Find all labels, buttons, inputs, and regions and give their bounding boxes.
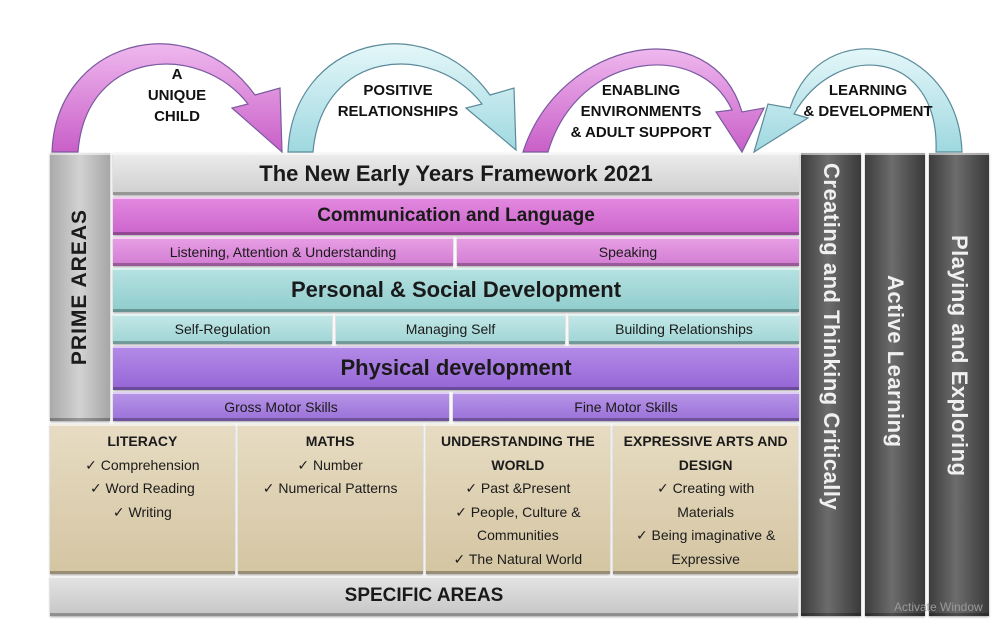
pillar-label: Active Learning bbox=[883, 275, 908, 448]
expressive-arts-item: Materials bbox=[677, 503, 735, 520]
subarea-gross-motor: Gross Motor Skills bbox=[113, 392, 449, 421]
specific-areas-grid: LITERACY ✓ Comprehension ✓ Word Reading … bbox=[50, 424, 798, 574]
subarea-self-regulation: Self-Regulation bbox=[113, 314, 332, 344]
understanding-world-heading: WORLD bbox=[491, 456, 545, 473]
literacy-item: ✓ Word Reading bbox=[89, 480, 195, 496]
arc-label-unique-child: A UNIQUE CHILD bbox=[147, 66, 207, 125]
literacy-heading: LITERACY bbox=[107, 433, 178, 449]
pillar-label: Creating and Thinking Critically bbox=[819, 163, 844, 511]
maths-item: ✓ Number bbox=[297, 456, 363, 473]
specific-area-literacy: LITERACY ✓ Comprehension ✓ Word Reading … bbox=[50, 424, 235, 574]
expressive-arts-item: ✓ Creating with bbox=[656, 480, 755, 496]
personal-social-subareas: Self-Regulation Managing Self Building R… bbox=[113, 314, 799, 344]
subarea-building-relationships: Building Relationships bbox=[569, 314, 799, 344]
understanding-world-heading: UNDERSTANDING THE bbox=[441, 433, 595, 449]
literacy-item: ✓ Writing bbox=[112, 503, 172, 520]
subarea-managing-self: Managing Self bbox=[336, 314, 565, 344]
prime-areas-sidebar: PRIME AREAS bbox=[50, 153, 110, 421]
arc-arrow-enabling-environments bbox=[522, 48, 766, 154]
expressive-arts-item: Expressive bbox=[671, 550, 740, 567]
specific-areas-label: SPECIFIC AREAS bbox=[50, 576, 798, 616]
prime-areas-label: PRIME AREAS bbox=[68, 208, 91, 366]
pillar-creating-thinking: Creating and Thinking Critically bbox=[801, 153, 861, 616]
expressive-arts-item: ✓ Being imaginative & bbox=[635, 527, 776, 543]
pillar-label: Playing and Exploring bbox=[947, 235, 972, 477]
understanding-world-item: Communities bbox=[477, 527, 559, 543]
understanding-world-item: ✓ Past &Present bbox=[465, 480, 571, 496]
arc-label-learning-development: LEARNING & DEVELOPMENT bbox=[803, 82, 933, 120]
subarea-speaking: Speaking bbox=[457, 237, 799, 266]
pillar-playing-exploring: Playing and Exploring bbox=[929, 153, 989, 616]
subarea-listening: Listening, Attention & Understanding bbox=[113, 237, 453, 266]
literacy-item: ✓ Comprehension bbox=[85, 456, 200, 473]
arc-arrow-unique-child bbox=[51, 43, 283, 154]
pillar-active-learning: Active Learning bbox=[865, 153, 925, 616]
subarea-fine-motor: Fine Motor Skills bbox=[453, 392, 799, 421]
expressive-arts-heading: DESIGN bbox=[678, 456, 733, 473]
maths-heading: MATHS bbox=[305, 433, 355, 449]
physical-development-band: Physical development bbox=[113, 346, 799, 390]
communication-language-band: Communication and Language bbox=[113, 197, 799, 235]
specific-area-expressive-arts: EXPRESSIVE ARTS AND DESIGN ✓ Creating wi… bbox=[613, 424, 798, 574]
framework-title: The New Early Years Framework 2021 bbox=[113, 153, 799, 195]
understanding-world-item: ✓ The Natural World bbox=[453, 550, 583, 567]
arc-label-enabling-environments: ENABLING ENVIRONMENTS & ADULT SUPPORT bbox=[570, 82, 712, 141]
cycle-arrows bbox=[51, 43, 963, 154]
arc-arrow-positive-relationships bbox=[287, 43, 517, 153]
specific-area-understanding-world: UNDERSTANDING THE WORLD ✓ Past &Present … bbox=[425, 424, 611, 574]
arc-label-positive-relationships: POSITIVE RELATIONSHIPS bbox=[337, 82, 459, 120]
physical-development-subareas: Gross Motor Skills Fine Motor Skills bbox=[113, 392, 799, 421]
understanding-world-item: ✓ People, Culture & bbox=[455, 503, 581, 520]
personal-social-band: Personal & Social Development bbox=[113, 268, 799, 312]
specific-area-maths: MATHS ✓ Number ✓ Numerical Patterns bbox=[237, 424, 423, 574]
activate-windows-watermark: Activate Window bbox=[894, 600, 983, 614]
communication-language-subareas: Listening, Attention & Understanding Spe… bbox=[113, 237, 799, 266]
maths-item: ✓ Numerical Patterns bbox=[262, 480, 398, 496]
expressive-arts-heading: EXPRESSIVE ARTS AND bbox=[623, 433, 788, 449]
arc-arrow-learning-development bbox=[752, 48, 963, 154]
